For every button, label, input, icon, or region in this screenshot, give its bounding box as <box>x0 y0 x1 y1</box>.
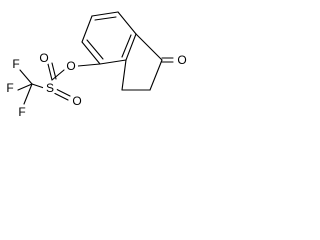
atom-o-ester: O <box>66 59 75 73</box>
bond-ring-c4-c5 <box>99 59 127 65</box>
bond-ring-c5-c6-inner <box>86 39 104 60</box>
bond-c-f1 <box>19 69 33 85</box>
trifluoromethyl-group: F F F <box>4 57 33 119</box>
atom-s: S <box>46 81 54 95</box>
structure-diagram: O O S O O F F F <box>4 11 189 119</box>
bond-ring-c1-c2-inner <box>94 16 117 21</box>
ketone-group: O <box>161 53 189 67</box>
bond-ring-c5-c6 <box>81 41 101 65</box>
bond-c3-carbonyl-c <box>135 33 163 61</box>
cyclopentanone-ring <box>121 33 163 91</box>
bond-c-f2 <box>17 83 33 91</box>
benzene-ring <box>81 11 137 65</box>
bond-ring-c3-c4-inner <box>121 34 132 58</box>
bond-s-o-top-a <box>47 63 53 81</box>
bond-s-o-top-b <box>51 62 57 80</box>
sulfonyl-group: S O O <box>31 51 84 108</box>
atom-o-ketone: O <box>177 53 186 67</box>
triflate-ester-link: O <box>51 59 101 81</box>
atom-f1: F <box>12 57 19 71</box>
bond-ring-c2-c3 <box>117 11 137 35</box>
bond-ring-c6-c1 <box>81 15 93 43</box>
bond-c-f3 <box>23 83 33 105</box>
bond-ring-c1-c2 <box>91 11 119 17</box>
bond-ring-o-ester <box>77 63 101 67</box>
atom-o-sulfonyl-bottom: O <box>72 94 81 108</box>
bond-carbonyl-c-ch2 <box>149 59 163 91</box>
atom-f2: F <box>6 81 13 95</box>
bond-ring-c3-c4 <box>125 33 137 61</box>
bond-o-ester-s <box>51 69 65 81</box>
atom-f3: F <box>18 105 25 119</box>
bond-s-o-bottom-a <box>51 91 69 101</box>
atom-o-sulfonyl-top: O <box>39 51 48 65</box>
bond-ch2-c4 <box>121 59 127 91</box>
bond-s-cf3 <box>31 83 45 89</box>
